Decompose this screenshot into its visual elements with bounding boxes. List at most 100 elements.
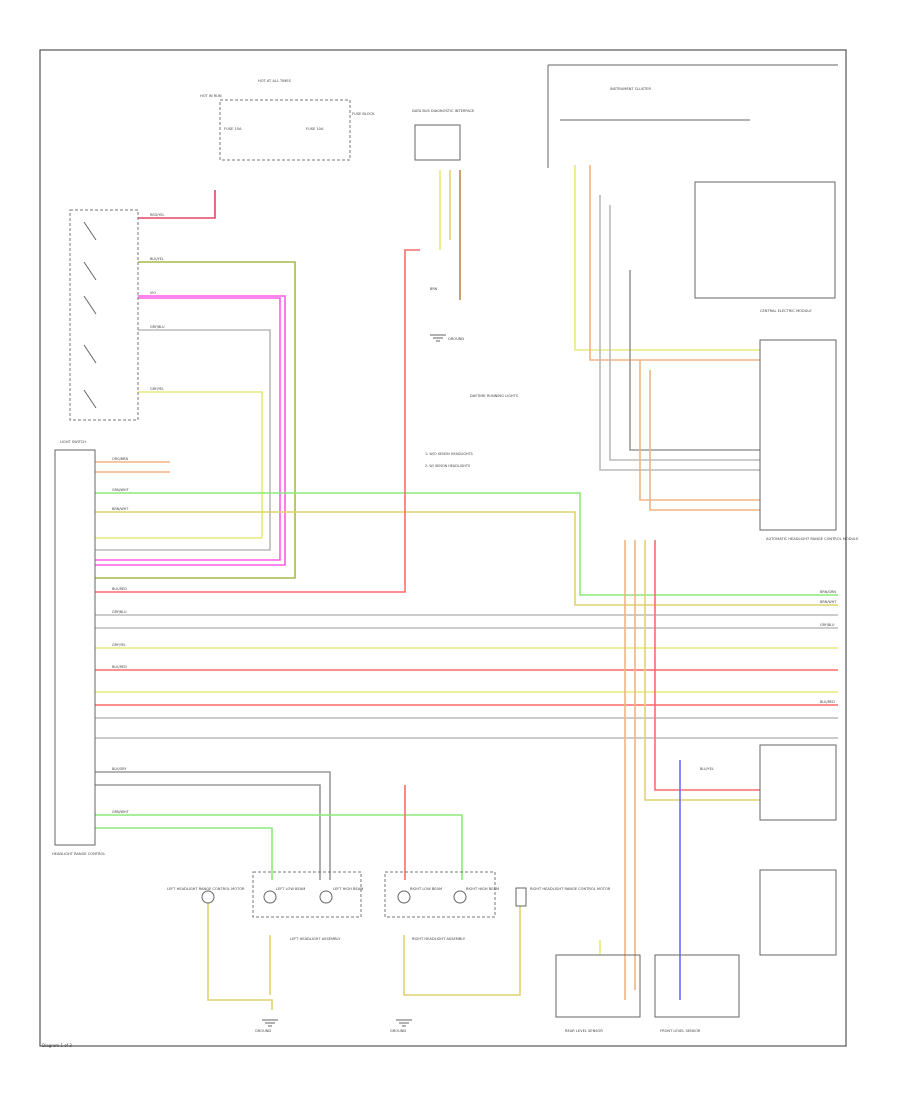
wire-label: BRN/WHT: [112, 507, 129, 511]
left-high-beam-icon: [319, 890, 333, 904]
wire-gry-blu: [599, 195, 760, 471]
wire-brn-wht: [207, 903, 273, 1010]
label-right-high-beam: RIGHT HIGH BEAM: [466, 887, 499, 891]
wire-label: BLK/GRY: [112, 767, 127, 771]
right-low-beam-icon: [397, 890, 411, 904]
wire-labels: RED/YEL BLK/YEL VIO GRY/BLU GRY/YEL ORG/BRN GR…: [112, 213, 837, 814]
front-level-sensor-box: [654, 954, 740, 1018]
wire-label: GRN/WHT: [112, 810, 130, 814]
headlight-range-module-box: [759, 339, 837, 531]
wire-label: BLK/RED: [112, 587, 127, 591]
wire-label: ORG/BRN: [112, 457, 128, 461]
left-lamp-1-icon: [201, 890, 215, 904]
front-level-module-box: [759, 869, 837, 956]
wire-label: GRY/YEL: [112, 643, 126, 647]
wire-org-brn: [649, 370, 760, 511]
label-auto-range-module: AUTOMATIC HEADLIGHT RANGE CONTROL MODULE: [766, 537, 859, 541]
left-headlight-assembly-box: [252, 871, 362, 918]
label-left-high-beam: LEFT HIGH BEAM: [333, 887, 363, 891]
label-rear-level-sensor: REAR LEVEL SENSOR: [565, 1029, 603, 1033]
label-right-range-motor: RIGHT HEADLIGHT RANGE CONTROL MOTOR: [530, 887, 611, 891]
diagram-frame: [39, 49, 847, 1047]
switch-contacts: [83, 221, 97, 409]
wire-brn-wht: [95, 511, 838, 606]
wire-grn-wht: [95, 827, 273, 880]
wire-label: BRN/WHT: [820, 600, 837, 604]
wire-blk-red: [654, 540, 760, 791]
component-boxes: [54, 64, 838, 1018]
headlight-range-control-box: [54, 449, 96, 846]
wire-vio: [95, 297, 281, 561]
diagram-footer: Diagram 1 of 3: [42, 1043, 72, 1048]
label-headlight-range-control: HEADLIGHT RANGE CONTROL: [52, 852, 105, 856]
label-ground-right: GROUND: [390, 1029, 406, 1033]
wire-label: BRN: [430, 287, 438, 291]
right-range-motor-icon: [515, 887, 527, 907]
label-data-bus-interface: DATA BUS DIAGNOSTIC INTERFACE: [412, 109, 475, 113]
wire-grn-wht: [95, 492, 838, 596]
wire-gry-yel: [574, 165, 760, 351]
label-left-range-motor: LEFT HEADLIGHT RANGE CONTROL MOTOR: [167, 887, 245, 891]
note-1: 1: W/O XENON HEADLIGHTS: [425, 452, 473, 456]
label-fuse-15a: FUSE 15A: [224, 127, 242, 131]
wire-grn-wht: [95, 814, 463, 880]
label-central-electric-module: CENTRAL ELECTRIC MODULE: [760, 309, 812, 313]
label-daytime-running-lights: DAYTIME RUNNING LIGHTS: [470, 394, 519, 398]
wire-org-brn: [589, 165, 760, 361]
wire-brn-wht: [403, 906, 521, 996]
wire-label: GRY/YEL: [150, 387, 164, 391]
wire-layer: [95, 165, 838, 1010]
label-front-level-sensor: FRONT LEVEL SENSOR: [660, 1029, 701, 1033]
rear-level-sensor-box: [555, 954, 641, 1018]
wire-vio: [95, 295, 286, 566]
wire-label: VIO: [150, 291, 156, 295]
wire-blk-gry: [95, 784, 321, 880]
label-right-low-beam: RIGHT LOW BEAM: [410, 887, 442, 891]
component-labels: HOT IN RUN HOT AT ALL TIMES FUSE 15A FUS…: [52, 79, 859, 1033]
wire-red-yel: [138, 190, 216, 219]
note-2: 2: W/ XENON HEADLIGHTS: [425, 464, 470, 468]
label-light-switch: LIGHT SWITCH: [60, 440, 86, 444]
wire-label: BLK/RED: [112, 665, 127, 669]
light-switch-box: [69, 209, 139, 421]
wire-label: BLK/YEL: [150, 257, 164, 261]
wire-gry-yel: [95, 391, 263, 539]
label-instrument-cluster: INSTRUMENT CLUSTER: [610, 87, 651, 91]
wire-org-brn: [95, 461, 170, 473]
label-ground-left: GROUND: [255, 1029, 271, 1033]
wire-org-brn: [639, 360, 760, 501]
wire-blk-gry: [95, 771, 331, 880]
label-fuse-block: FUSE BLOCK: [352, 112, 375, 116]
wire-blk-red: [95, 249, 420, 593]
wire-gry-blu: [609, 205, 760, 461]
right-high-beam-icon: [453, 890, 467, 904]
wire-label: RED/YEL: [150, 213, 164, 217]
left-low-beam-icon: [263, 890, 277, 904]
central-electric-module-box: [694, 181, 836, 299]
rear-level-module-box: [759, 744, 837, 821]
label-hot-at-all-times: HOT AT ALL TIMES: [258, 79, 292, 83]
instrument-cluster-box: [547, 64, 838, 168]
wire-label: GRY/BLU: [150, 325, 165, 329]
lamp-symbols: [201, 887, 527, 907]
label-left-low-beam: LEFT LOW BEAM: [276, 887, 305, 891]
ground-symbols: [262, 334, 446, 1027]
fuse-block-box: [219, 99, 351, 161]
wire-brn-wht: [644, 540, 760, 801]
wire-label: GRY/BLU: [820, 623, 835, 627]
right-headlight-assembly-box: [384, 871, 496, 918]
label-left-headlight-assembly: LEFT HEADLIGHT ASSEMBLY: [290, 937, 341, 941]
wire-blk-gry: [629, 270, 760, 451]
wire-label: GRN/WHT: [112, 488, 130, 492]
wire-label: BLU/YEL: [700, 767, 714, 771]
label-hot-in-run: HOT IN RUN: [200, 94, 222, 98]
wire-label: BLK/RED: [820, 700, 835, 704]
wire-label: GRY/BLU: [112, 610, 127, 614]
wire-blk-yel: [95, 261, 296, 579]
label-fuse-10a: FUSE 10A: [306, 127, 324, 131]
label-right-headlight-assembly: RIGHT HEADLIGHT ASSEMBLY: [412, 937, 466, 941]
data-bus-interface-box: [414, 124, 461, 161]
label-ground-top: GROUND: [448, 337, 464, 341]
wire-label: BRN/GRN: [820, 590, 836, 594]
